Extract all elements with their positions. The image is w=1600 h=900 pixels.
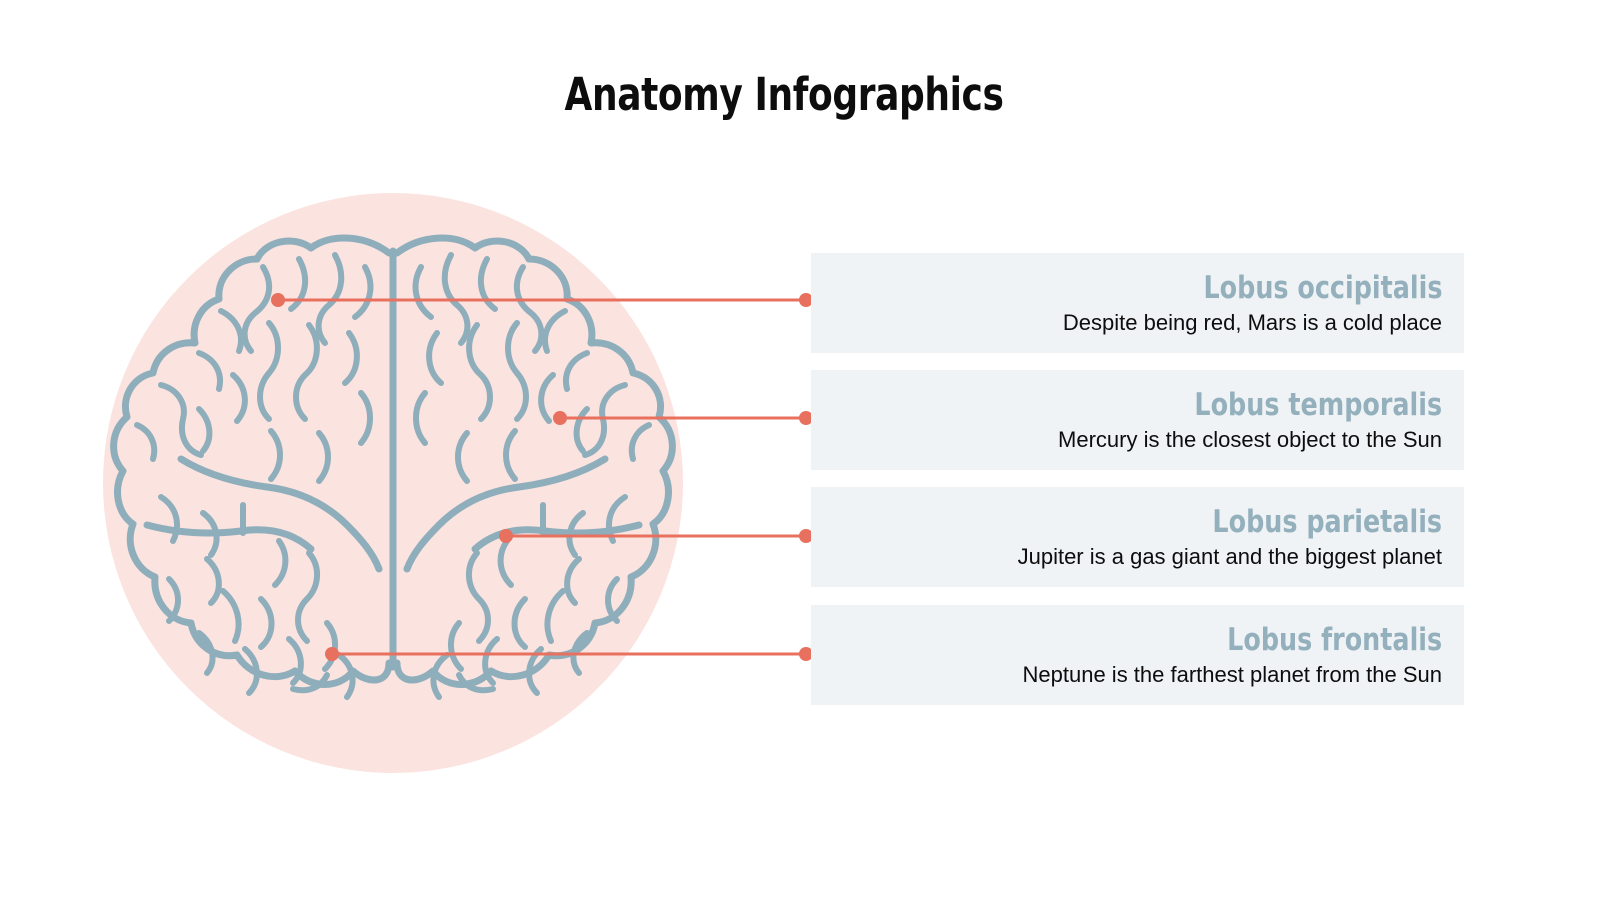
info-card-lobus-parietalis[interactable]: Lobus parietalis Jupiter is a gas giant … [811,487,1464,587]
info-card-lobus-temporalis[interactable]: Lobus temporalis Mercury is the closest … [811,370,1464,470]
card-heading: Lobus temporalis [1194,386,1442,423]
info-card-lobus-occipitalis[interactable]: Lobus occipitalis Despite being red, Mar… [811,253,1464,353]
card-body: Mercury is the closest object to the Sun [1058,426,1442,452]
brain-right-hemisphere [389,234,676,700]
card-heading: Lobus occipitalis [1202,269,1442,306]
info-card-lobus-frontalis[interactable]: Lobus frontalis Neptune is the farthest … [811,605,1464,705]
brain-icon [110,234,676,700]
card-body: Despite being red, Mars is a cold place [1062,309,1442,335]
card-heading: Lobus parietalis [1212,503,1442,540]
brain-illustration [103,193,683,773]
page-title: Anatomy Infographics [564,68,1004,121]
brain-left-hemisphere [110,234,393,700]
card-body: Neptune is the farthest planet from the … [1022,661,1442,687]
card-heading: Lobus frontalis [1227,621,1442,658]
card-body: Jupiter is a gas giant and the biggest p… [1017,543,1442,569]
